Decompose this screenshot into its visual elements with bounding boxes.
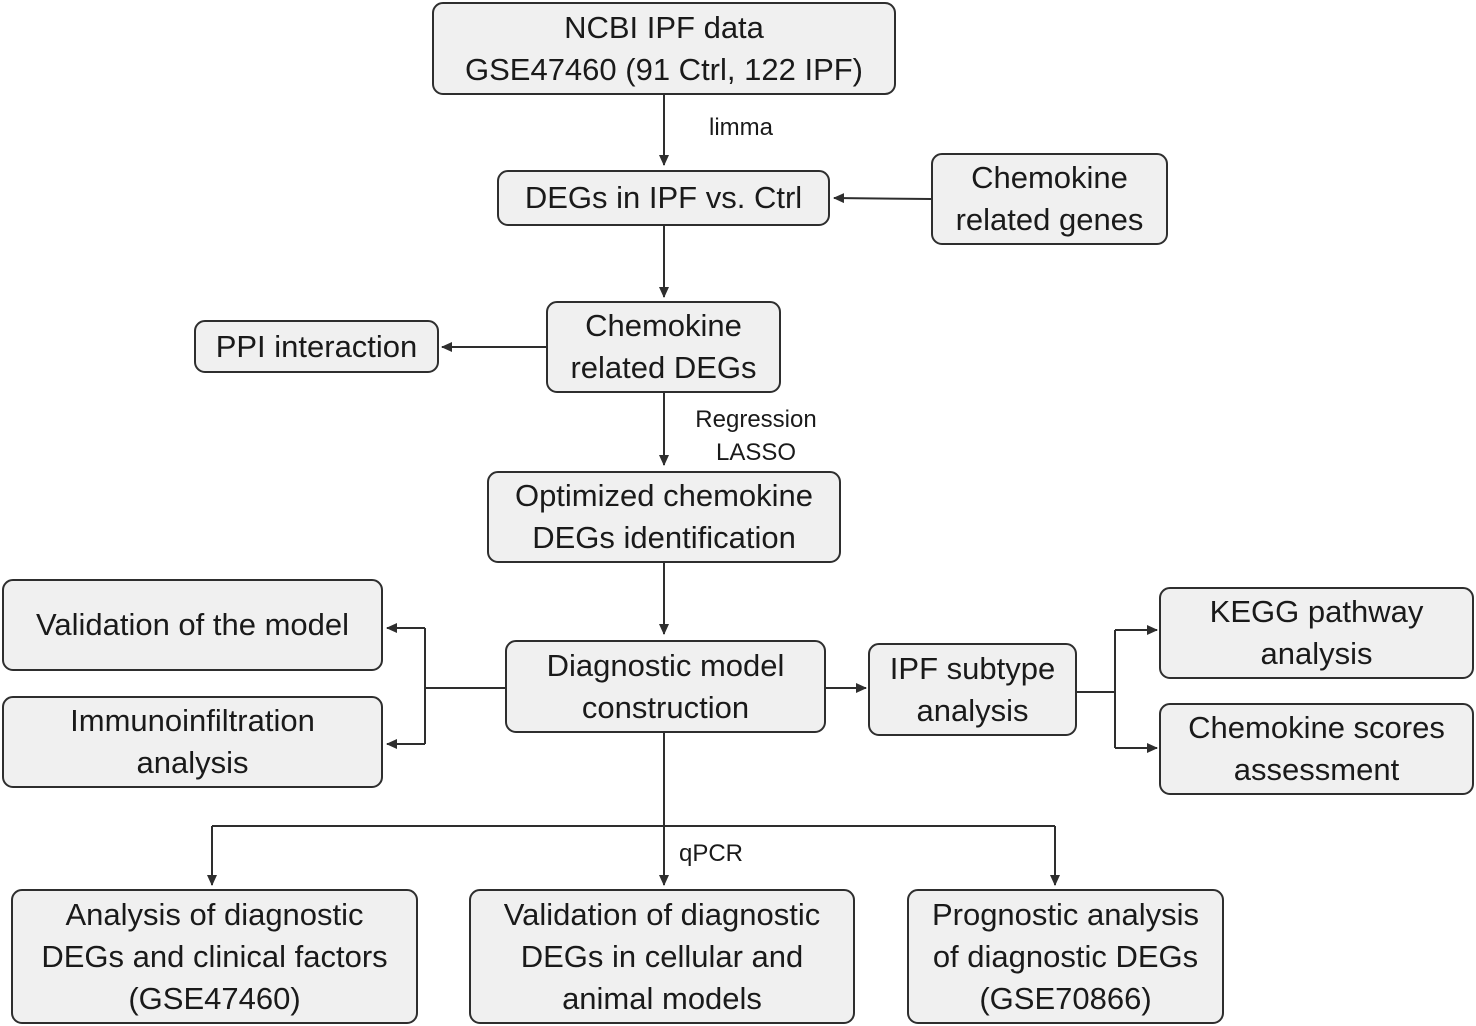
node-clinical-factors: Analysis of diagnostic DEGs and clinical… [11, 889, 418, 1024]
node-chemokine-genes: Chemokine related genes [931, 153, 1168, 245]
node-ncbi-data: NCBI IPF data GSE47460 (91 Ctrl, 122 IPF… [432, 2, 896, 95]
node-diagnostic-model: Diagnostic model construction [505, 640, 826, 733]
edge-label-qpcr: qPCR [678, 840, 744, 867]
node-validation-model: Validation of the model [2, 579, 383, 671]
node-cellular-validation: Validation of diagnostic DEGs in cellula… [469, 889, 855, 1024]
node-ipf-subtype: IPF subtype analysis [868, 643, 1077, 736]
node-kegg: KEGG pathway analysis [1159, 587, 1474, 679]
node-chemokine-degs: Chemokine related DEGs [546, 301, 781, 393]
node-optimized: Optimized chemokine DEGs identification [487, 471, 841, 563]
edge-label-limma: limma [709, 114, 773, 141]
node-chemokine-scores: Chemokine scores assessment [1159, 703, 1474, 795]
edge-chemokine-genes-to-degs [833, 193, 932, 204]
node-degs: DEGs in IPF vs. Ctrl [497, 170, 830, 226]
edge-label-lasso: Regression LASSO [695, 406, 817, 466]
node-ppi: PPI interaction [194, 320, 439, 373]
node-prognostic: Prognostic analysis of diagnostic DEGs (… [907, 889, 1224, 1024]
node-immunoinfiltration: Immunoinfiltration analysis [2, 696, 383, 788]
